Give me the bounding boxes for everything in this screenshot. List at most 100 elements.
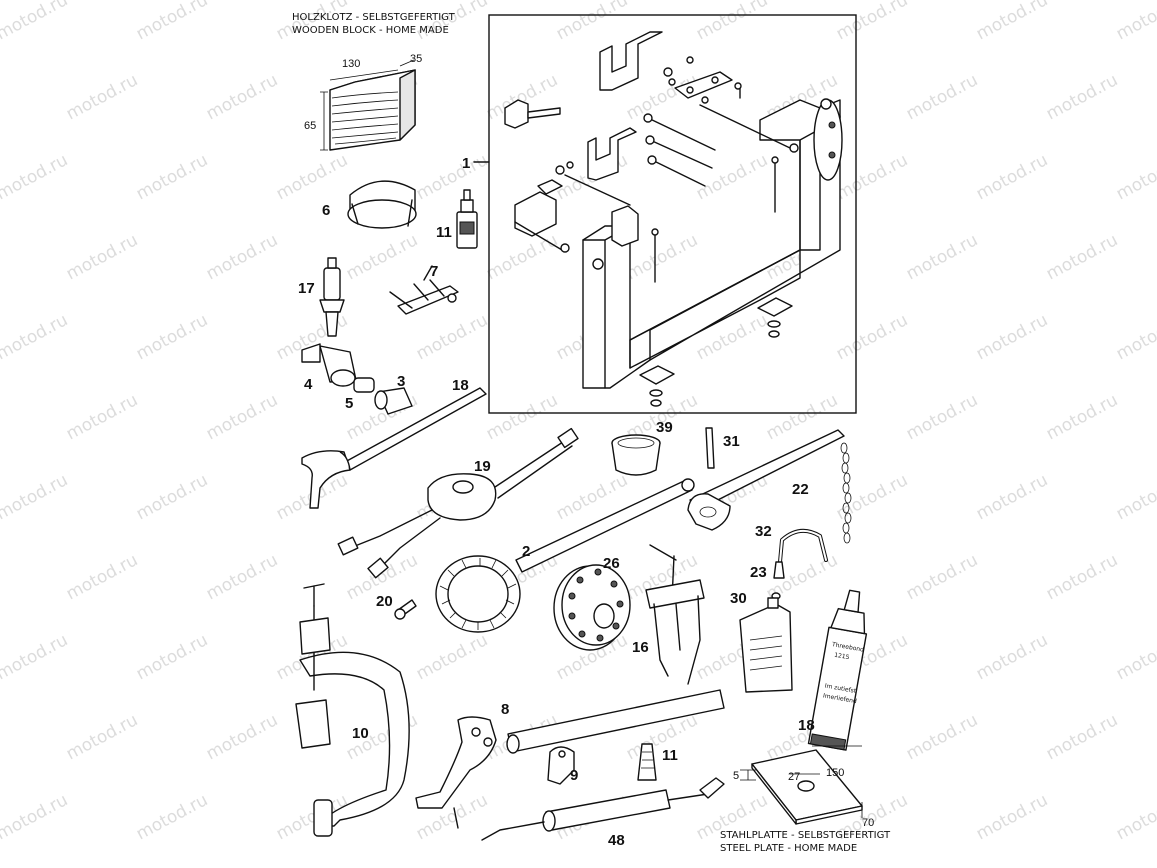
watermark-text: motod.ru <box>693 150 771 204</box>
watermark-text: motod.ru <box>0 310 71 364</box>
watermark-text: motod.ru <box>133 790 211 844</box>
block-length-dim: 130 <box>342 58 360 70</box>
watermark-text: motod.ru <box>0 630 71 684</box>
watermark-text: motod.ru <box>203 550 281 604</box>
watermark-text: motod.ru <box>903 710 981 764</box>
callout-39: 39 <box>656 419 673 436</box>
watermark-text: motod.ru <box>973 790 1051 844</box>
watermark-text: motod.ru <box>63 230 141 284</box>
plate-hole-dim: 27 <box>788 771 800 783</box>
right-tools: 22 32 23 30 Threebond 1215 Im zutiefst I… <box>687 429 868 751</box>
block-height-dim: 65 <box>304 120 316 132</box>
callout-19: 19 <box>474 458 491 475</box>
watermark-text: motod.ru <box>1113 790 1157 844</box>
watermark-text: motod.ru <box>203 390 281 444</box>
callout-18-label: 18 <box>798 717 815 734</box>
callout-2: 2 <box>522 543 530 560</box>
plate-length-dim: 150 <box>826 767 844 779</box>
watermark-text: motod.ru <box>413 150 491 204</box>
watermark-text: motod.ru <box>1113 310 1157 364</box>
callout-31: 32 <box>755 523 772 540</box>
watermark-text: motod.ru <box>1113 630 1157 684</box>
watermark-text: motod.ru <box>0 470 71 524</box>
watermark-text: motod.ru <box>833 310 911 364</box>
callout-4: 4 <box>304 376 313 393</box>
block-width-dim: 35 <box>410 53 422 65</box>
watermark-text: motod.ru <box>1043 550 1121 604</box>
watermark-text: motod.ru <box>413 630 491 684</box>
watermark-text: motod.ru <box>1043 70 1121 124</box>
wooden-block-drawing: HOLZKLOTZ - SELBSTGEFERTIGT WOODEN BLOCK… <box>292 12 456 151</box>
callout-6: 6 <box>322 202 330 219</box>
callout-16: 17 <box>298 280 315 297</box>
watermark-text: motod.ru <box>973 0 1051 44</box>
callout-15: 16 <box>632 639 649 656</box>
watermark-text: motod.ru <box>553 0 631 44</box>
watermark-text: motod.ru <box>693 310 771 364</box>
callout-20: 20 <box>376 593 393 610</box>
callout-17: 18 <box>452 377 469 394</box>
callout-8: 8 <box>501 701 509 718</box>
tube-code: 1215 <box>834 652 850 662</box>
callout-11: 11 <box>662 747 678 764</box>
watermark-text: motod.ru <box>133 630 211 684</box>
watermark-text: motod.ru <box>973 470 1051 524</box>
watermark-text: motod.ru <box>483 230 561 284</box>
callout-12: 11 <box>436 224 452 241</box>
watermark-text: motod.ru <box>1043 230 1121 284</box>
watermark-text: motod.ru <box>1043 710 1121 764</box>
callout-30: 23 <box>750 564 767 581</box>
watermark-text: motod.ru <box>1043 390 1121 444</box>
watermark-text: motod.ru <box>973 630 1051 684</box>
watermark-text: motod.ru <box>973 310 1051 364</box>
callout-26: 31 <box>723 433 740 450</box>
watermark-text: motod.ru <box>343 230 421 284</box>
bottom-tools: 10 8 9 11 48 5 27 150 70 STAHLPLAT <box>295 583 891 854</box>
callout-23: 26 <box>603 555 620 572</box>
watermark-text: motod.ru <box>973 150 1051 204</box>
watermark-text: motod.ru <box>903 230 981 284</box>
steel-plate-caption-en: STEEL PLATE - HOME MADE <box>720 843 857 854</box>
steel-plate-caption-de: STAHLPLATTE - SELBSTGEFERTIGT <box>720 830 891 841</box>
watermark-text: motod.ru <box>0 790 71 844</box>
watermark-text: motod.ru <box>833 0 911 44</box>
watermark-text: motod.ru <box>63 710 141 764</box>
watermark-layer: motod.ru motod.ru motod.ru motod.ru motod.ru… <box>0 0 1157 844</box>
watermark-text: motod.ru <box>63 550 141 604</box>
watermark-text: motod.ru <box>203 710 281 764</box>
watermark-text: motod.ru <box>903 550 981 604</box>
watermark-text: motod.ru <box>0 150 71 204</box>
callout-5: 5 <box>345 395 353 412</box>
engine-stand-drawing: 1 <box>462 14 857 414</box>
watermark-text: motod.ru <box>1113 470 1157 524</box>
watermark-text: motod.ru <box>133 0 211 44</box>
watermark-text: motod.ru <box>693 0 771 44</box>
watermark-text: motod.ru <box>203 70 281 124</box>
callout-48: 48 <box>608 832 625 849</box>
callout-3: 3 <box>397 373 405 390</box>
callout-22: 22 <box>792 481 809 498</box>
watermark-text: motod.ru <box>1113 150 1157 204</box>
watermark-text: motod.ru <box>133 310 211 364</box>
watermark-text: motod.ru <box>273 150 351 204</box>
watermark-text: motod.ru <box>63 70 141 124</box>
watermark-text: motod.ru <box>133 470 211 524</box>
wooden-block-caption-de: HOLZKLOTZ - SELBSTGEFERTIGT <box>292 12 456 23</box>
watermark-text: motod.ru <box>0 0 71 44</box>
callout-1: 1 <box>462 155 470 172</box>
watermark-text: motod.ru <box>483 390 561 444</box>
watermark-text: motod.ru <box>413 310 491 364</box>
plate-thickness-dim: 5 <box>733 770 739 782</box>
watermark-text: motod.ru <box>833 150 911 204</box>
watermark-text: motod.ru <box>903 390 981 444</box>
center-tools: 19 39 31 2 26 20 <box>337 419 740 685</box>
callout-10: 10 <box>352 725 369 742</box>
watermark-text: motod.ru <box>1113 0 1157 44</box>
small-tools-left: 6 11 17 7 4 5 3 18 <box>298 180 487 509</box>
watermark-text: motod.ru <box>133 150 211 204</box>
callout-32: 30 <box>730 590 747 607</box>
engine-stand-frame <box>488 14 857 414</box>
wooden-block-caption-en: WOODEN BLOCK - HOME MADE <box>292 25 449 36</box>
callout-7: 7 <box>430 263 438 280</box>
